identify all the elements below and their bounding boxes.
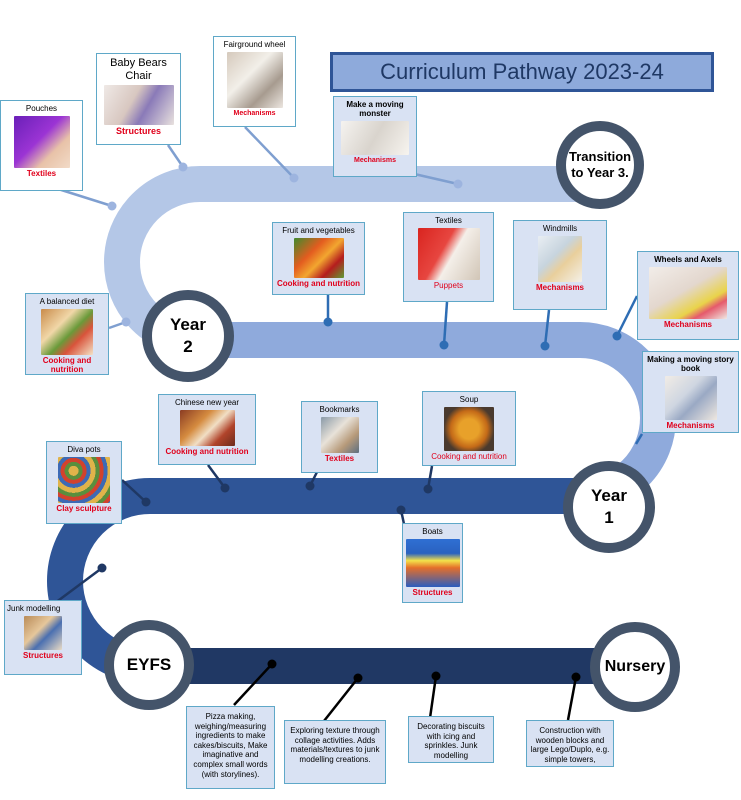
card-title: Windmills <box>542 224 578 233</box>
milestone-year2: Year 2 <box>142 290 234 382</box>
card-chinese-new-year: Chinese new year Cooking and nutrition <box>158 394 256 465</box>
card-title: Make a moving monster <box>346 100 404 119</box>
card-title: Chinese new year <box>174 398 240 407</box>
milestone-eyfs: EYFS <box>104 620 194 710</box>
milestone-year1-label: Year 1 <box>591 485 627 527</box>
milestone-year2-label: Year 2 <box>170 314 206 356</box>
card-soup: Soup Cooking and nutrition <box>422 391 516 466</box>
card-fairground-wheel: Fairground wheel Mechanisms <box>213 36 296 127</box>
card-title: Fruit and vegetables <box>282 226 355 235</box>
card-subject: Clay sculpture <box>56 504 112 514</box>
card-title: Making a moving story book <box>647 355 734 374</box>
card-title: Wheels and Axels <box>654 255 722 264</box>
monster-craft-photo-icon <box>341 121 409 156</box>
card-textiles-puppets: Textiles Puppets <box>403 212 494 302</box>
junk-model-photo-icon <box>24 616 62 651</box>
felt-pouch-photo-icon <box>13 116 70 169</box>
card-title: Boats <box>422 527 443 536</box>
wheels-photo-icon <box>649 267 727 320</box>
card-subject: Mechanisms <box>663 320 713 330</box>
card-title: Pouches <box>25 104 58 113</box>
milestone-nursery: Nursery <box>590 622 680 712</box>
card-subject: Cooking and nutrition <box>42 356 92 374</box>
note-pizza-making: Pizza making, weighing/measuring ingredi… <box>186 706 275 789</box>
wrap-photo-icon <box>41 309 93 356</box>
milestone-year1: Year 1 <box>563 461 655 553</box>
card-moving-story-book: Making a moving story book Mechanisms <box>642 351 739 433</box>
milestone-transition: Transition to Year 3. <box>556 121 644 209</box>
milestone-transition-label: Transition to Year 3. <box>569 149 632 180</box>
card-pouches: Pouches Textiles <box>0 100 83 191</box>
card-title: Textiles <box>435 216 462 225</box>
page-title: Curriculum Pathway 2023-24 <box>330 52 714 92</box>
note-construction: Construction with wooden blocks and larg… <box>526 720 614 767</box>
milestone-nursery-label: Nursery <box>604 658 666 675</box>
card-title: Junk modelling <box>7 604 61 613</box>
milestone-eyfs-label: EYFS <box>126 655 172 674</box>
card-subject: Cooking and nutrition <box>276 279 361 289</box>
card-subject: Structures <box>115 126 161 137</box>
windmill-photo-icon <box>538 236 582 283</box>
card-bookmarks: Bookmarks Textiles <box>301 401 378 473</box>
card-moving-monster: Make a moving monster Mechanisms <box>333 96 417 177</box>
boat-photo-icon <box>405 539 460 588</box>
card-windmills: Windmills Mechanisms <box>513 220 607 310</box>
soup-photo-icon <box>444 407 494 452</box>
card-title: Soup <box>459 395 479 404</box>
card-subject: Mechanisms <box>535 283 585 293</box>
card-baby-bears-chair: Baby Bears Chair Structures <box>96 53 181 145</box>
card-title: Baby Bears Chair <box>110 57 167 82</box>
card-subject: Mechanisms <box>233 110 276 118</box>
card-title: A balanced diet <box>39 297 95 306</box>
card-subject: Puppets <box>433 281 464 291</box>
card-subject: Structures <box>22 651 63 661</box>
card-fruit-vegetables: Fruit and vegetables Cooking and nutriti… <box>272 222 365 295</box>
card-title: Diva pots <box>67 445 101 454</box>
storybook-photo-icon <box>664 376 717 421</box>
card-title: Bookmarks <box>319 405 360 414</box>
card-junk-modelling: Junk modelling Structures <box>4 600 82 675</box>
card-wheels-axels: Wheels and Axels Mechanisms <box>637 251 739 340</box>
clay-pots-photo-icon <box>58 457 110 504</box>
note-decorating-biscuits: Decorating biscuits with icing and sprin… <box>408 716 494 763</box>
chair-craft-photo-icon <box>103 85 174 126</box>
card-subject: Structures <box>412 588 453 598</box>
wheel-model-photo-icon <box>226 52 283 109</box>
puppet-photo-icon <box>417 228 480 281</box>
card-subject: Mechanisms <box>353 157 397 165</box>
food-photo-icon <box>179 410 235 447</box>
card-subject: Textiles <box>324 454 355 464</box>
card-subject: Cooking and nutrition <box>165 447 249 457</box>
card-subject: Textiles <box>26 169 57 179</box>
card-title: Fairground wheel <box>223 40 286 49</box>
fruit-veg-photo-icon <box>293 238 344 279</box>
card-balanced-diet: A balanced diet Cooking and nutrition <box>25 293 109 375</box>
bookmark-photo-icon <box>320 417 359 454</box>
card-subject: Cooking and nutrition <box>431 452 507 462</box>
card-subject: Mechanisms <box>666 421 715 431</box>
card-diva-pots: Diva pots Clay sculpture <box>46 441 122 524</box>
card-boats: Boats Structures <box>402 523 463 603</box>
note-exploring-texture: Exploring texture through collage activi… <box>284 720 386 784</box>
